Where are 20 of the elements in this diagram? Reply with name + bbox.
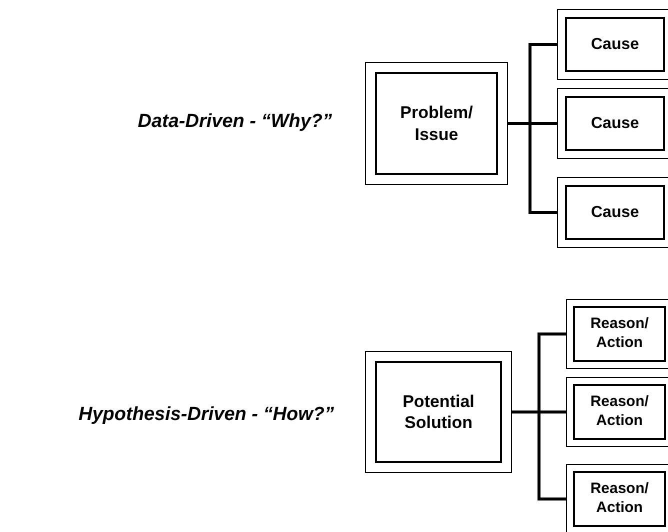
connector-line — [508, 122, 557, 214]
box-label: Cause — [590, 202, 640, 222]
box-label: Reason/ Action — [589, 480, 650, 518]
double-frame-box — [557, 9, 668, 80]
approach-label: Hypothesis-Driven - “How?” — [78, 403, 334, 427]
box-label: Cause — [590, 114, 640, 134]
double-frame-box — [365, 62, 508, 185]
double-frame-box — [557, 177, 668, 248]
approach-label: Data-Driven - “Why?” — [138, 110, 332, 134]
box-label: Reason/ Action — [589, 393, 650, 431]
double-frame-box — [557, 88, 668, 159]
double-frame-box — [566, 299, 668, 369]
box-label: Reason/ Action — [589, 315, 650, 353]
box-label: Cause — [590, 34, 640, 54]
double-frame-box — [566, 377, 668, 447]
box-label: Potential Solution — [402, 390, 476, 434]
double-frame-box — [566, 464, 668, 532]
box-label: Problem/ Issue — [399, 102, 474, 145]
double-frame-box — [365, 351, 512, 473]
connector-line — [512, 410, 566, 500]
